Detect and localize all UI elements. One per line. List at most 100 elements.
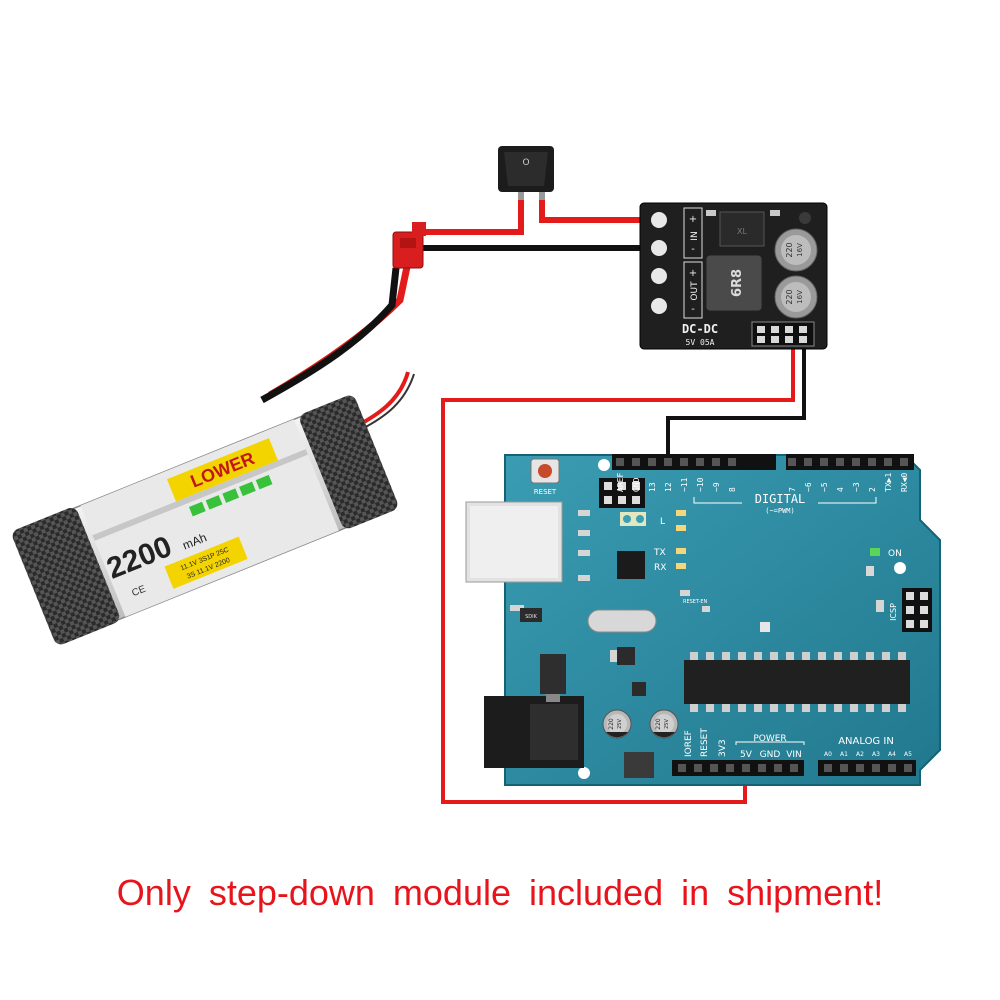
- digital-pin: [680, 458, 688, 466]
- mcu-pin: [690, 652, 698, 660]
- battery-black-lead: [260, 267, 400, 404]
- module-in-label: IN: [690, 231, 700, 240]
- red-wire-switch-to-module: [539, 196, 660, 223]
- mcu-pin: [754, 704, 762, 712]
- switch-rocker: [504, 152, 548, 186]
- power-pin: [710, 764, 718, 772]
- module-inductor-label: 6R8: [730, 269, 745, 297]
- module-pad-in-plus: [651, 212, 667, 228]
- analog-label: ANALOG IN: [838, 736, 894, 747]
- rocker-switch[interactable]: O: [498, 146, 554, 200]
- red-wire-to-switch: [420, 196, 524, 235]
- battery-end-cap-left: [12, 508, 120, 645]
- rx-label: RX: [654, 563, 666, 573]
- mcu-pin: [706, 704, 714, 712]
- digital-pin: [648, 458, 656, 466]
- on-label: ON: [888, 549, 902, 559]
- module-regulator-ic: [719, 211, 765, 247]
- switch-symbol: O: [522, 158, 529, 168]
- mcu-pin: [738, 704, 746, 712]
- analog-pin: [888, 764, 896, 772]
- icsp-header-right: [902, 588, 932, 632]
- digital-pin-label: ~6: [804, 482, 813, 492]
- t-plug-connector: [392, 222, 426, 269]
- analog-pin-label: A2: [856, 751, 864, 758]
- power-pin-label: GND: [760, 750, 781, 760]
- digital-header: [612, 454, 914, 470]
- analog-pin-label: A1: [840, 751, 848, 758]
- dc-dc-module: IN + - OUT + - XL 6R8 220 16V 220 16V DC…: [639, 202, 828, 350]
- digital-pin: [788, 458, 796, 466]
- digital-pin-label: 8: [728, 487, 737, 492]
- digital-pin-label: RX◀0: [900, 473, 909, 492]
- power-pin: [774, 764, 782, 772]
- mcu-pin: [882, 704, 890, 712]
- digital-pin: [884, 458, 892, 466]
- module-out-plus: +: [689, 268, 697, 279]
- pwm-label: (~=PWM): [765, 507, 795, 515]
- mcu-pin: [770, 704, 778, 712]
- analog-pin-label: A0: [824, 751, 832, 758]
- power-pin-label: IOREF: [684, 730, 694, 757]
- power-pin: [790, 764, 798, 772]
- digital-pin: [728, 458, 736, 466]
- digital-pin-label: AREF: [616, 473, 625, 492]
- digital-pin: [852, 458, 860, 466]
- analog-pin: [824, 764, 832, 772]
- module-in-plus: +: [689, 214, 697, 225]
- tx-label: TX: [653, 548, 666, 558]
- digital-pin: [632, 458, 640, 466]
- board-capacitor-1: 220 25V: [602, 709, 632, 739]
- module-subtitle: 5V 05A: [686, 338, 715, 347]
- digital-pin-label: ~9: [712, 482, 721, 492]
- digital-pin: [900, 458, 908, 466]
- digital-pin: [616, 458, 624, 466]
- battery-spec-box: [164, 536, 248, 589]
- digital-pin-label: 7: [788, 487, 797, 492]
- voltage-regulator: [540, 654, 566, 694]
- lipo-battery: LOWER 2200 mAh 11.1V 3S1P 25C 3S 11.1V 2…: [12, 395, 398, 645]
- mcu-pin: [834, 652, 842, 660]
- board-capacitor-2: 220 25V: [649, 709, 679, 739]
- power-pin-label: 3V3: [718, 739, 728, 757]
- svg-text:25V: 25V: [664, 719, 670, 729]
- analog-pin-label: A3: [872, 751, 880, 758]
- digital-pin-label: 12: [664, 482, 673, 492]
- mcu-pin: [818, 704, 826, 712]
- mcu-pin: [738, 652, 746, 660]
- reset-label: RESET: [534, 488, 557, 496]
- mcu-pin: [818, 652, 826, 660]
- reset-en-label: RESET-EN: [683, 599, 708, 605]
- mcu-pin: [786, 652, 794, 660]
- power-pin-label: VIN: [786, 750, 802, 760]
- mcu-pin: [882, 652, 890, 660]
- module-in-minus: -: [691, 244, 695, 255]
- usb-controller-chip: [617, 551, 645, 579]
- power-pin: [742, 764, 750, 772]
- analog-pin-label: A4: [888, 751, 896, 758]
- red-output-wire: [441, 338, 795, 804]
- svg-text:220: 220: [785, 242, 794, 257]
- mcu-pin: [850, 704, 858, 712]
- mcu-pin: [754, 652, 762, 660]
- digital-pin-label: 13: [648, 482, 657, 492]
- mcu-pin: [786, 704, 794, 712]
- battery-ce-mark: CE: [130, 584, 147, 600]
- mcu-pin: [898, 704, 906, 712]
- digital-pin-label: ~3: [852, 482, 861, 492]
- svg-text:XL: XL: [737, 227, 747, 236]
- module-pad-in-minus: [651, 240, 667, 256]
- digital-pin: [820, 458, 828, 466]
- shipment-note: Only step-down module included in shipme…: [116, 872, 884, 913]
- power-pin: [726, 764, 734, 772]
- power-pin-label: RESET: [700, 728, 710, 757]
- digital-pin: [836, 458, 844, 466]
- module-pad-out-plus: [651, 268, 667, 284]
- svg-text:16V: 16V: [796, 243, 804, 257]
- digital-pin: [696, 458, 704, 466]
- battery-label-yellow: [166, 438, 278, 502]
- microcontroller-chip: [684, 652, 910, 712]
